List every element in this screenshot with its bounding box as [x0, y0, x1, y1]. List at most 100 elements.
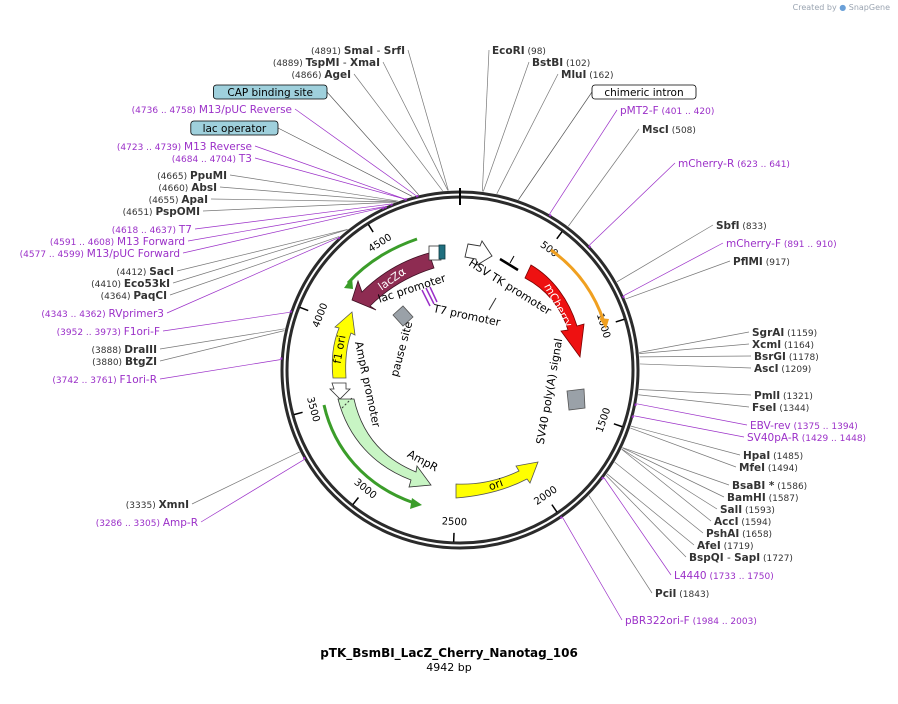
right-label-mcherry-r: mCherry-R (623 .. 641) [678, 158, 790, 170]
label-name: pMT2-F [620, 105, 659, 117]
label-name: M13/pUC Forward [87, 248, 180, 260]
label-name: PspOMI [155, 206, 200, 218]
primer-mark [404, 198, 407, 201]
label-position: (1494) [765, 464, 798, 474]
label-box [212, 84, 328, 100]
label-position: (4723 .. 4739) [117, 143, 184, 153]
label-text: AccI (1594) [714, 516, 771, 528]
label-text: AscI (1209) [754, 363, 811, 375]
label-text: pMT2-F (401 .. 420) [620, 105, 714, 117]
right-label-sali: SalI (1593) [720, 504, 775, 516]
right-label-pmt2-f: pMT2-F (401 .. 420) [620, 105, 714, 117]
label-extra: XmaI [350, 57, 380, 69]
label-text: (4651) PspOMI [123, 206, 200, 218]
right-label-mcherry-f: mCherry-F (891 .. 910) [726, 238, 837, 250]
label-text: (4684 .. 4704) T3 [172, 153, 252, 165]
tick-label-1500: 1500 [595, 406, 614, 434]
right-label-pflmi: PflMI (917) [733, 256, 790, 268]
ori-label: ori [487, 476, 505, 493]
ampr-promoter-arrow [329, 382, 351, 400]
leader-line [159, 330, 285, 362]
tick-3500 [293, 411, 303, 416]
hsv-tk-promoter-arrow [464, 240, 493, 266]
label-name: RVprimer3 [109, 308, 165, 320]
right-label-pbr322ori-f: pBR322ori-F (1984 .. 2003) [625, 615, 757, 627]
tick-label-4000: 4000 [311, 302, 331, 330]
tick-2000 [551, 504, 558, 513]
leader-line [277, 127, 413, 197]
label-text: FseI (1344) [752, 402, 809, 414]
primer-mark [631, 415, 635, 419]
leader-line [639, 363, 752, 369]
leader-line [518, 91, 593, 200]
left-label-amp-r: (3286 .. 3305) Amp-R [96, 517, 198, 529]
label-name: M13 Forward [117, 236, 185, 248]
label-text: L4440 (1733 .. 1750) [674, 570, 774, 582]
leader-line [630, 427, 737, 468]
label-text: (3742 .. 3761) F1ori-R [52, 374, 157, 386]
label-position: (1719) [721, 542, 754, 552]
label-name: MscI [642, 124, 669, 136]
label-text: BspQI - SapI (1727) [689, 552, 793, 564]
label-text: AfeI (1719) [697, 540, 754, 552]
label-name: BstBI [532, 57, 563, 69]
leader-line [194, 203, 391, 230]
label-text: SalI (1593) [720, 504, 775, 516]
label-text: mCherry-F (891 .. 910) [726, 238, 837, 250]
label-position: (4866) [292, 71, 325, 81]
label-position: (102) [563, 59, 590, 69]
right-label-asci: AscI (1209) [754, 363, 811, 375]
primer-mark [622, 295, 625, 299]
label-text: PciI (1843) [655, 588, 709, 600]
label-text: (4889) TspMI - XmaI [273, 57, 380, 69]
label-name: SmaI [344, 45, 374, 57]
label-name: BsaBI [732, 480, 765, 492]
label-name: BamHI [727, 492, 766, 504]
leader-line [638, 394, 750, 408]
pause-site-shape [392, 305, 414, 327]
leader-line [159, 359, 281, 380]
leader-line [614, 461, 704, 534]
label-position: (3286 .. 3305) [96, 519, 163, 529]
left-label-apai: (4655) ApaI [149, 194, 208, 206]
left-label-lac-operator: lac operator [190, 120, 279, 136]
right-label-pmli: PmlI (1321) [754, 390, 813, 402]
leader-line [621, 448, 718, 510]
label-name: M13/pUC Reverse [199, 104, 292, 116]
label-name: PshAI [706, 528, 739, 540]
leader-line [219, 186, 397, 202]
label-name: BtgZI [125, 356, 157, 368]
leader-line [202, 201, 395, 212]
label-name: AgeI [324, 69, 351, 81]
label-name: lac operator [203, 123, 267, 135]
leader-line [605, 475, 687, 558]
label-text: (4655) ApaI [149, 194, 208, 206]
label-name: mCherry-R [678, 158, 734, 170]
mcherry-orange-arrowhead [599, 318, 609, 329]
label-position: (162) [586, 71, 613, 81]
left-label-f1ori-f: (3952 .. 3973) F1ori-F [57, 326, 160, 338]
label-name: T3 [238, 153, 252, 165]
label-position: (4618 .. 4637) [112, 226, 179, 236]
leader-line [182, 207, 382, 254]
right-label-mlui: MluI (162) [561, 69, 614, 81]
leader-line [639, 355, 752, 358]
leader-line [623, 242, 724, 296]
label-text: MscI (508) [642, 124, 696, 136]
leader-line [549, 109, 618, 215]
lacz-green-arc [346, 237, 418, 285]
label-text: HpaI (1485) [743, 450, 803, 462]
label-text: EcoRI (98) [492, 45, 546, 57]
leader-line [622, 447, 730, 486]
left-label-btgzi: (3880) BtgZI [92, 356, 157, 368]
left-label-absi: (4660) AbsI [158, 182, 217, 194]
label-text: PshAI (1658) [706, 528, 772, 540]
leader-line [166, 237, 338, 314]
label-text: pBR322ori-F (1984 .. 2003) [625, 615, 757, 627]
label-text: mCherry-R (623 .. 641) [678, 158, 790, 170]
tick-label-2500: 2500 [441, 516, 467, 528]
label-name: SalI [720, 504, 742, 516]
label-text: (3286 .. 3305) Amp-R [96, 517, 198, 529]
right-label-pshai: PshAI (1658) [706, 528, 772, 540]
label-position: (1658) [739, 530, 772, 540]
